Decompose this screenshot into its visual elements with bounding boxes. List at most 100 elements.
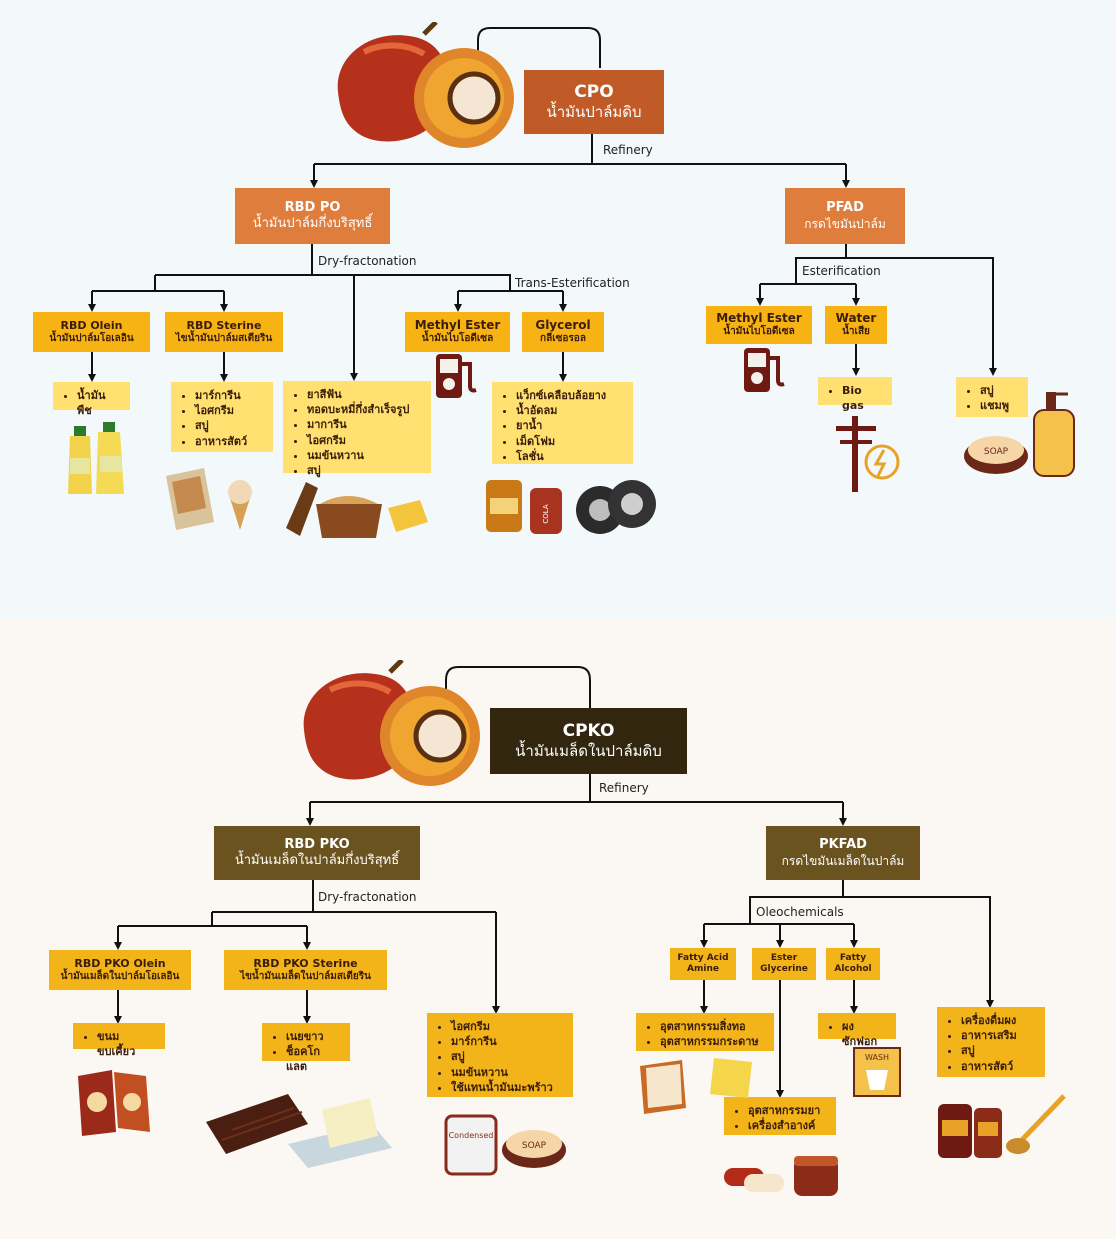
pko-olein-uses-list: ขนมขบเคี้ยว [73,1023,165,1058]
jar-cola-tires-icon: COLA [486,480,656,534]
fatty-acid-line1: Fatty Acid [677,952,729,963]
fatty-acid-line2: Amine [687,964,719,974]
pko-sterine-thai: ไขน้ำมันเมล็ดในปาล์มสเตียริน [240,970,371,982]
ester-glycerine-box[interactable]: Ester Glycerine [752,948,816,980]
rbd-pko-code: RBD PKO [284,836,350,852]
list-item: สบู่ [195,418,263,433]
fatty-alcohol-line1: Fatty [839,952,867,963]
book-and-paper-icon [640,1058,752,1114]
list-item: ผงซักฟอก [842,1019,886,1049]
methyl-ester-pfad-box[interactable]: Methyl Ester น้ำมันไบโอดีเซล [706,306,812,344]
water-box[interactable]: Water น้ำเสีย [825,306,887,344]
ester-line1: Ester [770,952,798,963]
methyl-ester-pfad-code: Methyl Ester [716,311,802,326]
rbd-olein-box[interactable]: RBD Olein น้ำมันปาล์มโอเลอิน [33,312,150,352]
refinery-label: Refinery [603,143,653,157]
list-item: เครื่องสำอางค์ [748,1118,826,1133]
washing-powder-icon: WASH [853,1047,901,1097]
rbd-olein-thai: น้ำมันปาล์มโอเลอิน [49,332,134,344]
water-uses-list: Bio gas [818,377,892,412]
rbd-olein-code: RBD Olein [60,318,123,332]
list-item: อาหารสัตว์ [961,1059,1035,1074]
cpo-code: CPO [574,82,614,102]
olein-uses-list: น้ำมันพืช [53,382,130,417]
fatty-alcohol-box[interactable]: Fatty Alcohol [826,948,880,980]
list-item: สบู่ [961,1043,1035,1058]
list-item: มาการีน [307,417,421,432]
list-item: สบู่ [451,1049,563,1064]
list-item: ไอศกรีม [195,403,263,418]
flour-and-icecream-icon [166,468,252,530]
list-item: นมข้นหวาน [451,1065,563,1080]
jars-and-spoon-icon [938,1094,1066,1158]
cpo-box[interactable]: CPO น้ำมันปาล์มดิบ [524,70,664,134]
methyl-ester-box[interactable]: Methyl Ester น้ำมันไบโอดีเซล [405,312,510,352]
pfad-box[interactable]: PFAD กรดไขมันปาล์ม [785,188,905,244]
trans-esterification-label: Trans-Esterification [515,276,630,290]
list-item: ใช้แทนน้ำมันมะพร้าว [451,1080,563,1095]
glycerol-code: Glycerol [535,318,591,333]
oleochemicals-label: Oleochemicals [756,905,844,919]
snack-bags-icon [78,1070,150,1136]
cpko-code: CPKO [562,721,615,741]
cpko-box[interactable]: CPKO น้ำมันเมล็ดในปาล์มดิบ [490,708,687,774]
fuel-pump-icon [436,354,477,398]
condensed-label: Condensed [449,1131,494,1140]
glycerol-thai: กลีเซอรอล [540,333,586,345]
list-item: นมข้นหวาน [307,448,421,463]
pkfad-uses-list: เครื่องดื่มผง อาหารเสริม สบู่ อาหารสัตว์ [937,1007,1045,1077]
esterification-label: Esterification [802,264,881,278]
list-item: ไอศกรีม [451,1019,563,1034]
palm-fruit-icon [303,660,480,786]
pkfad-box[interactable]: PKFAD กรดไขมันเมล็ดในปาล์ม [766,826,920,880]
list-item: Bio gas [842,383,882,413]
water-thai: น้ำเสีย [842,326,870,338]
list-item: ยาสีฟัน [307,387,421,402]
list-item: อาหารเสริม [961,1028,1035,1043]
rbd-pko-box[interactable]: RBD PKO น้ำมันเมล็ดในปาล์มกึ่งบริสุทธิ์ [214,826,420,880]
oil-bottles-icon [68,422,124,494]
rbd-po-box[interactable]: RBD PO น้ำมันปาล์มกึ่งบริสุทธิ์ [235,188,390,244]
fuel-pump-icon [744,348,785,392]
rbd-sterine-code: RBD Sterine [186,318,262,332]
rbd-sterine-thai: ไขน้ำมันปาล์มสเตียริน [175,332,273,344]
list-item: มาร์การีน [195,388,263,403]
wash-label: WASH [865,1053,889,1062]
rbd-po-code: RBD PO [284,199,341,215]
amine-uses-list: อุตสาหกรรมสิ่งทอ อุตสาหกรรมกระดาษ [636,1013,774,1051]
soap-label: SOAP [522,1141,547,1151]
noodles-and-butter-icon [286,482,428,538]
dry-fractonation-label: Dry-fractonation [318,890,417,904]
list-item: สบู่ [980,383,1018,398]
list-item: อุตสาหกรรมสิ่งทอ [660,1019,764,1034]
list-item: ขนมขบเคี้ยว [97,1029,155,1059]
list-item: โลชั่น [516,449,623,464]
sterine-uses-list: มาร์การีน ไอศกรีม สบู่ อาหารสัตว์ [171,382,273,452]
fatty-acid-amine-box[interactable]: Fatty Acid Amine [670,948,736,980]
glycerine-uses-list: อุตสาหกรรมยา เครื่องสำอางค์ [724,1097,836,1135]
soap-label: SOAP [984,447,1009,457]
cpko-thai: น้ำมันเมล็ดในปาล์มดิบ [515,742,662,761]
methyl-ester-thai: น้ำมันไบโอดีเซล [421,333,494,345]
list-item: น้ำมันพืช [77,388,120,418]
refinery-label: Refinery [599,781,649,795]
list-item: อุตสาหกรรมกระดาษ [660,1034,764,1049]
list-item: แชมพู [980,398,1018,413]
direct-uses-list: ยาสีฟัน ทอดบะหมี่กึ่งสำเร็จรูป มาการีน ไ… [283,381,431,477]
alcohol-uses-list: ผงซักฟอก [818,1013,896,1048]
list-item: น้ำอัดลม [516,403,623,418]
rbd-sterine-box[interactable]: RBD Sterine ไขน้ำมันปาล์มสเตียริน [165,312,283,352]
pkfad-code: PKFAD [819,837,867,853]
list-item: มาร์การีน [451,1034,563,1049]
pko-sterine-box[interactable]: RBD PKO Sterine ไขน้ำมันเมล็ดในปาล์มสเตี… [224,950,387,990]
list-item: เม็ดโฟม [516,434,623,449]
ester-line2: Glycerine [760,964,808,974]
list-item: เครื่องดื่มผง [961,1013,1035,1028]
pko-sterine-code: RBD PKO Sterine [253,956,358,970]
glycerol-box[interactable]: Glycerol กลีเซอรอล [522,312,604,352]
list-item: แว็กซ์เคลือบล้อยาง [516,388,623,403]
cpo-thai: น้ำมันปาล์มดิบ [546,103,642,122]
methyl-ester-code: Methyl Ester [414,318,501,333]
dry-fractonation-label: Dry-fractonation [318,254,417,268]
pko-olein-box[interactable]: RBD PKO Olein น้ำมันเมล็ดในปาล์มโอเลอิน [49,950,191,990]
